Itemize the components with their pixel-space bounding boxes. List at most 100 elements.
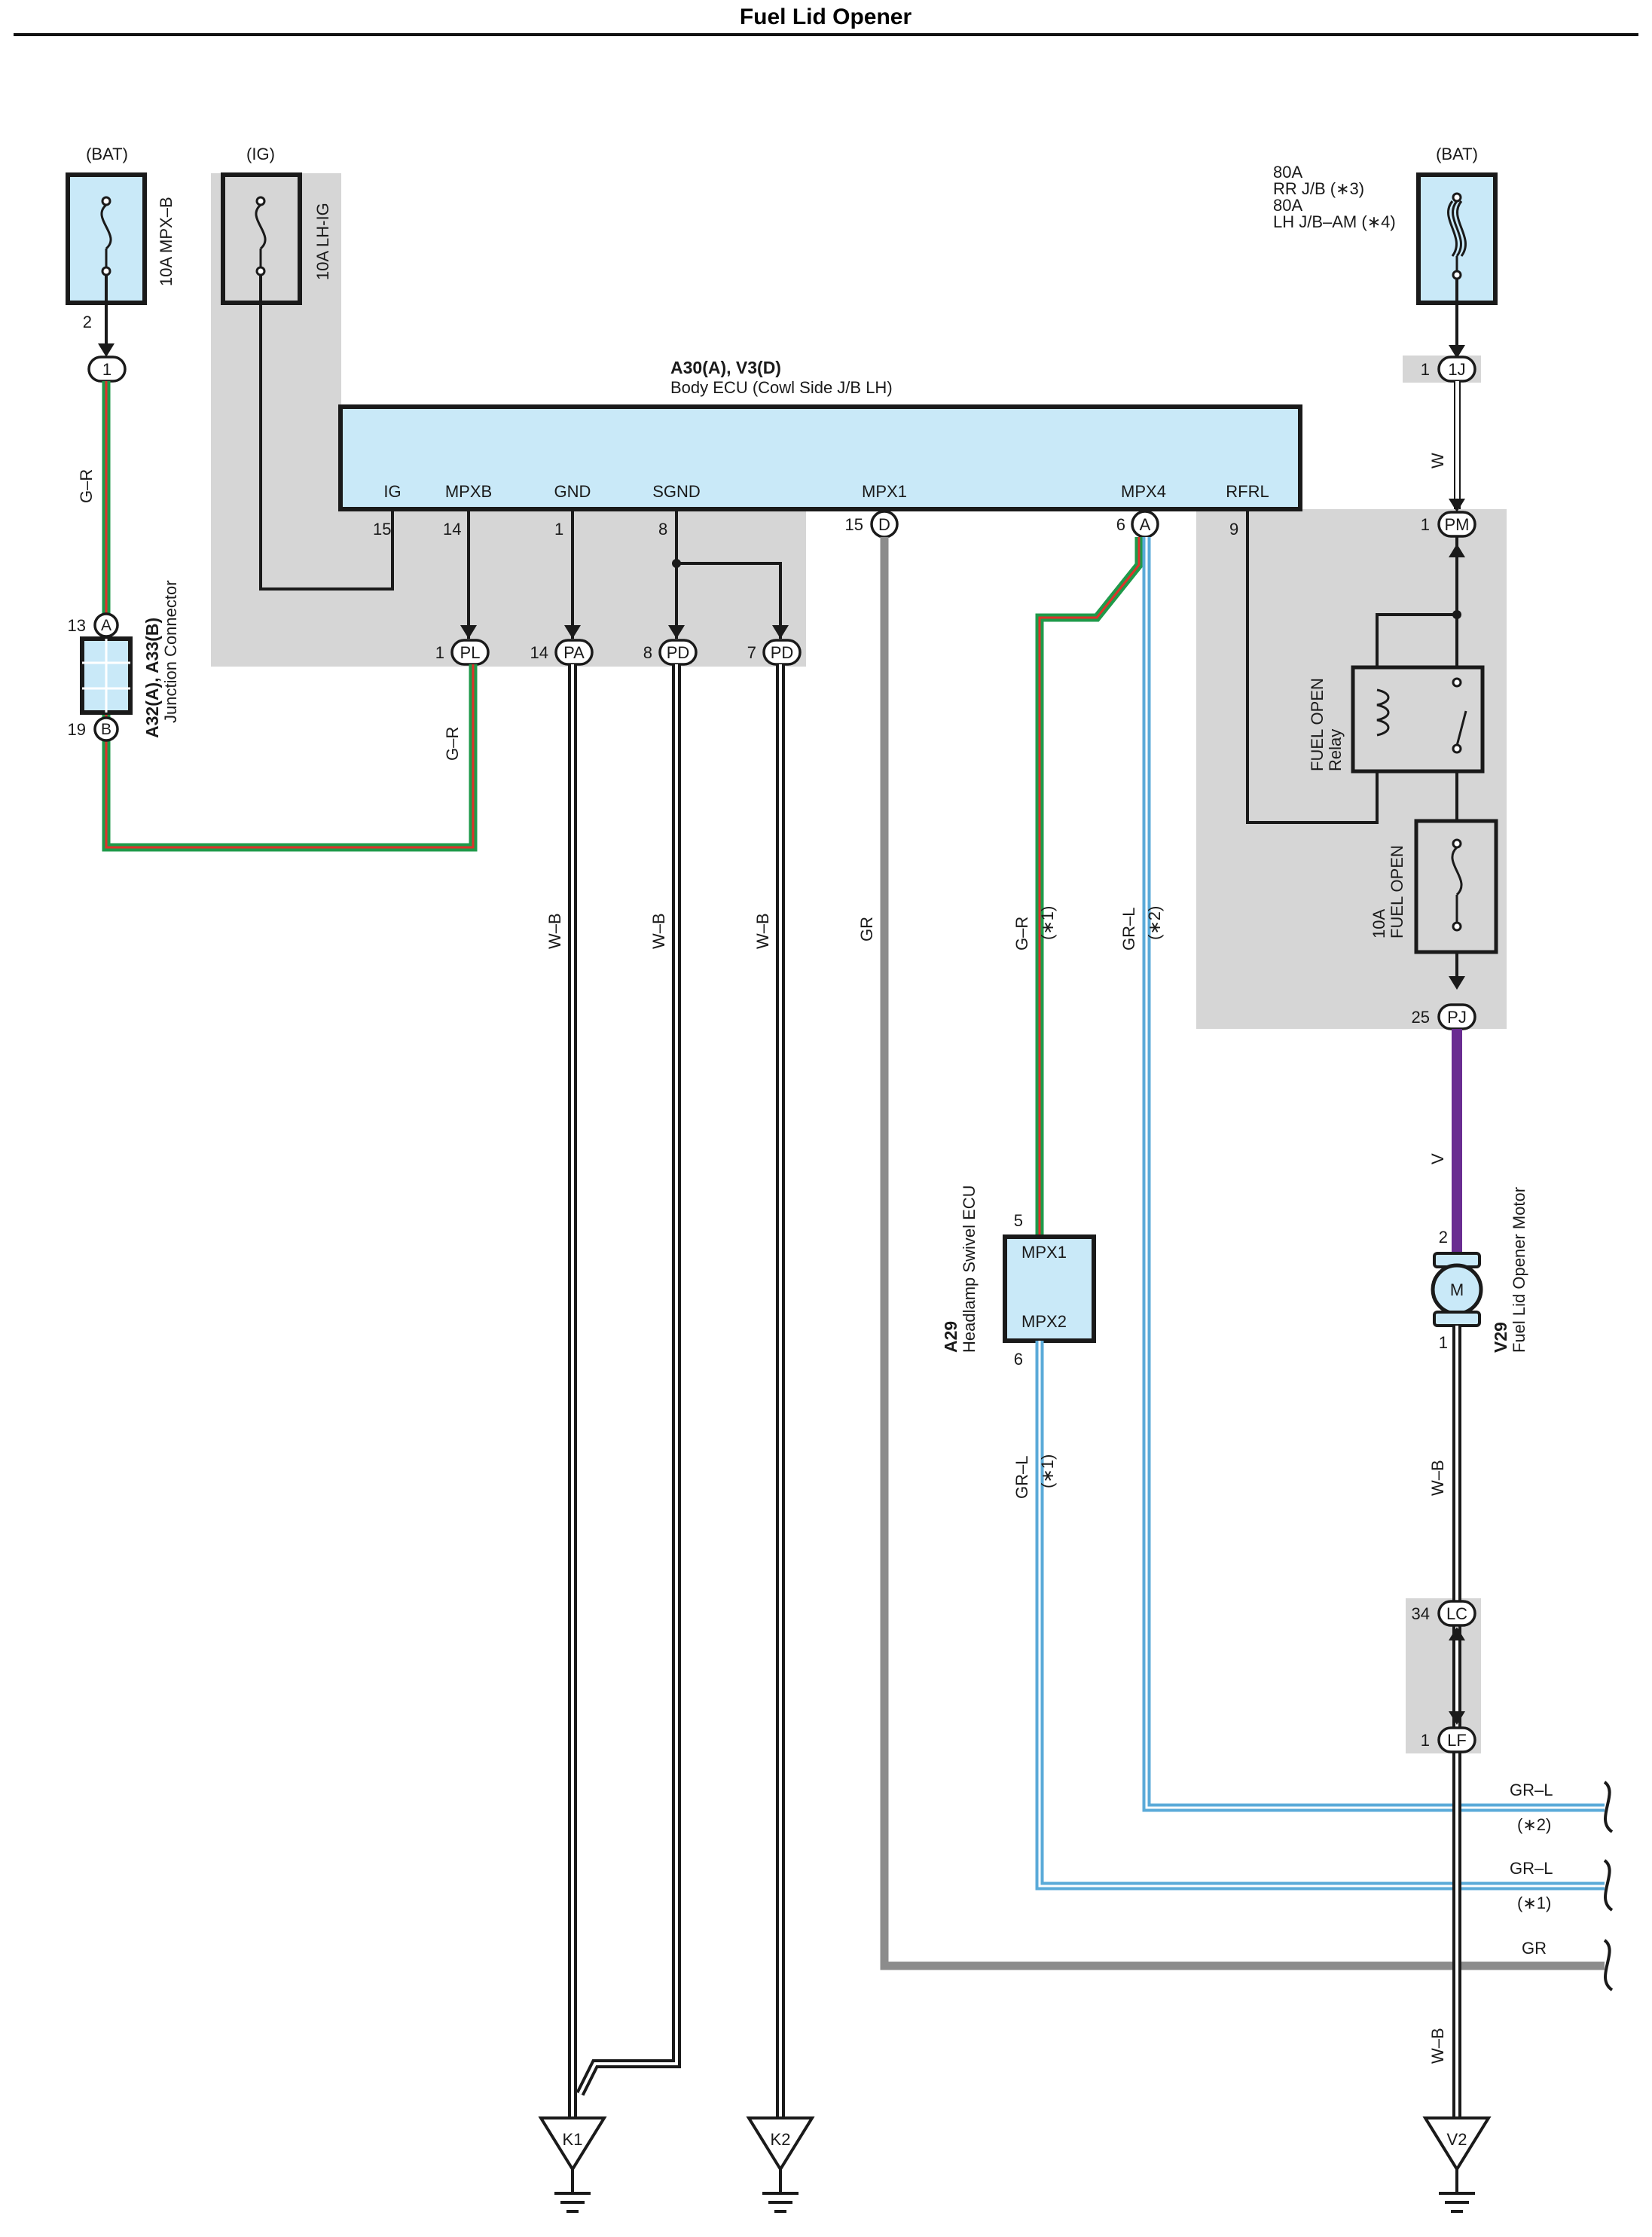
arrow-icon [1449, 1627, 1465, 1640]
connector-pm-label: PM [1445, 515, 1470, 534]
wire-w-b-label: W–B [753, 913, 772, 949]
fuse-fuel-open-line1: 10A [1370, 909, 1388, 938]
wire-w-b-label: W–B [545, 913, 564, 949]
pin-label: 1 [1421, 1731, 1430, 1750]
pin-label: 2 [83, 313, 92, 331]
pin-label: 7 [747, 643, 756, 662]
wire-g-r-label: G–R [77, 469, 96, 503]
ground-v2-label: V2 [1447, 2130, 1467, 2149]
pin-label: 1 [1421, 360, 1430, 379]
wire-gr [880, 537, 1605, 1970]
ecu-terminal-sgnd: SGND [652, 482, 701, 501]
motor-name: Fuel Lid Opener Motor [1510, 1187, 1528, 1353]
wire-v-label: V [1428, 1153, 1447, 1164]
arrow-icon [1449, 499, 1465, 512]
headlamp-ecu-term2: MPX2 [1021, 1312, 1067, 1331]
junction-pin-a-label: A [101, 617, 111, 634]
splice-point [672, 559, 681, 568]
ecu-terminal-ig: IG [383, 482, 401, 501]
connector-a-label: A [1140, 515, 1151, 534]
ecu-terminal-mpxb: MPXB [445, 482, 492, 501]
arrow-icon [1449, 345, 1465, 359]
ecu-terminal-mpx4: MPX4 [1121, 482, 1166, 501]
connector-pl-label: PL [460, 643, 481, 662]
wire-w-b-pd [576, 664, 681, 2096]
junction-pin-a-number: 13 [68, 616, 86, 635]
fuse-icon [100, 196, 112, 276]
headlamp-ecu-pin1: 5 [1014, 1211, 1023, 1230]
wire-gr-label: GR [857, 917, 876, 941]
wire-gr-l-label: GR–L [1012, 1456, 1031, 1499]
connector-lc-label: LC [1446, 1604, 1467, 1623]
body-ecu-box [338, 404, 1302, 511]
ecu-pin-mpxb: 14 [443, 520, 461, 539]
ig-label: (IG) [246, 145, 275, 163]
fuse-mpxb-label: 10A MPX–B [157, 197, 176, 286]
relay-switch-icon [1452, 677, 1467, 754]
wire-w-label: W [1428, 453, 1447, 468]
pin-label: 1 [1421, 515, 1430, 534]
pin-label: 25 [1412, 1008, 1430, 1027]
headlamp-ecu-pin2: 6 [1014, 1350, 1023, 1369]
arrow-icon [460, 625, 477, 639]
wire-g-r-label: G–R [1012, 917, 1031, 951]
connector-d-label: D [878, 515, 890, 534]
headlamp-ecu-code: A29 [941, 1321, 960, 1353]
wire-note-1: (∗1) [1038, 1454, 1057, 1488]
wire-note-1: (∗1) [1517, 1894, 1551, 1912]
wire-gr-l-label: GR–L [1510, 1859, 1553, 1878]
connector-pa-label: PA [563, 643, 585, 662]
wire-break-icon [1603, 1781, 1614, 1991]
ecu-terminal-rfrl: RFRL [1226, 482, 1269, 501]
ecu-pin-mpx4: 6 [1116, 515, 1125, 534]
bat-right-label: (BAT) [1436, 145, 1478, 163]
arrow-icon [668, 625, 685, 639]
connector-1-label: 1 [102, 360, 111, 379]
relay-label-line2: Relay [1326, 729, 1345, 771]
wire-gr-l-label: GR–L [1510, 1781, 1553, 1799]
arrow-icon [98, 343, 115, 357]
arrow-icon [1449, 1711, 1465, 1725]
relay-coil-icon [1376, 688, 1390, 737]
connector-pj-label: PJ [1447, 1008, 1467, 1027]
fuse-icon [1451, 838, 1463, 932]
diagram-title: Fuel Lid Opener [740, 5, 912, 29]
arrow-icon [1449, 976, 1465, 990]
arrow-icon [1449, 544, 1465, 557]
wire-rfrl [1246, 509, 1379, 824]
ecu-pin-sgnd: 8 [658, 520, 667, 539]
connector-pd-label: PD [771, 643, 794, 662]
wire-gr-l-mpx2 [1035, 1341, 1605, 1891]
connector-1j-label: 1J [1448, 360, 1465, 379]
fusible-link-icon [1447, 192, 1467, 280]
junction-pin-b-label: B [101, 721, 111, 738]
junction-pin-b-number: 19 [68, 720, 86, 739]
headlamp-swivel-ecu-box [1003, 1234, 1096, 1343]
pin-label: 8 [643, 643, 652, 662]
arrow-icon [564, 625, 581, 639]
headlamp-ecu-name: Headlamp Swivel ECU [960, 1185, 979, 1353]
wire-note-2: (∗2) [1145, 906, 1164, 940]
ground-icon [538, 2116, 607, 2213]
fuse-lhig-label: 10A LH-IG [313, 203, 332, 280]
wire-gr-l-mpx4 [1142, 537, 1605, 1812]
junction-code: A32(A), A33(B) [142, 618, 162, 738]
connector-lc-tag [1437, 1600, 1476, 1627]
wire-g-r-label: G–R [443, 727, 462, 761]
motor-pin-top: 2 [1439, 1228, 1448, 1247]
motor-terminal [1433, 1311, 1481, 1327]
connector-lf-label: LF [1447, 1731, 1467, 1750]
pin-label: 34 [1412, 1604, 1430, 1623]
ground-icon [1422, 2116, 1492, 2213]
wire-sgnd-branch [676, 562, 782, 639]
bat-left-label: (BAT) [86, 145, 128, 163]
motor-code: V29 [1491, 1322, 1510, 1353]
pin-label: 1 [435, 643, 444, 662]
fuse-icon [255, 196, 267, 276]
junction-pin-b-tag [93, 716, 119, 742]
ecu-pin-rfrl: 9 [1229, 520, 1238, 539]
ecu-terminal-gnd: GND [554, 482, 591, 501]
pin-label: 14 [530, 643, 548, 662]
wire-w-b-label: W–B [1428, 2028, 1447, 2064]
